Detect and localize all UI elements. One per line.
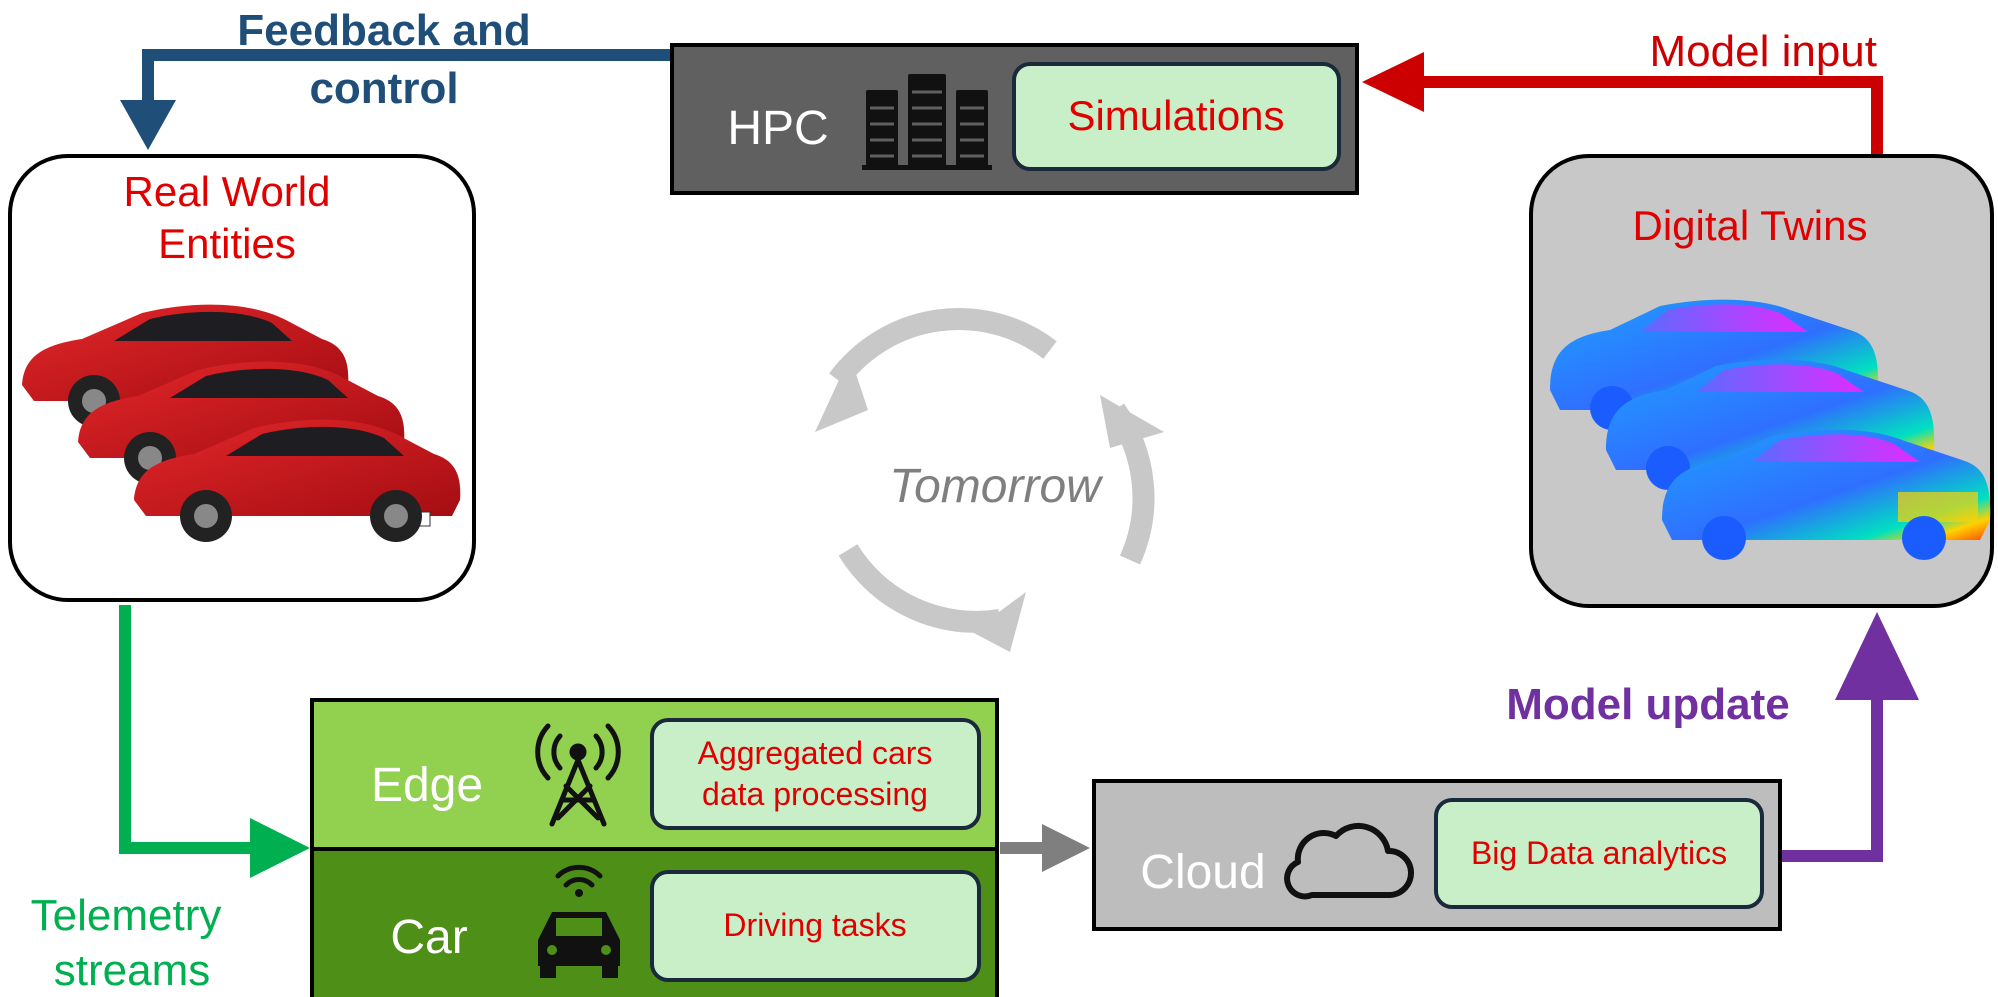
real-world-title-line1: Real World bbox=[124, 168, 331, 215]
edge-box: Edge Aggregated cars data processing bbox=[310, 698, 999, 851]
model-update-arrow bbox=[1780, 612, 1919, 862]
cycle-label: Tomorrow bbox=[889, 460, 1104, 513]
digital-twin-cars-image bbox=[1550, 299, 1991, 560]
cycle-icon bbox=[815, 308, 1164, 652]
car-box: Car Driving tasks bbox=[310, 847, 999, 997]
edge-task-line2: data processing bbox=[702, 776, 928, 812]
telemetry-arrow bbox=[119, 605, 310, 878]
car-task-label: Driving tasks bbox=[723, 907, 906, 943]
car-title: Car bbox=[390, 911, 467, 964]
red-cars-image bbox=[22, 304, 461, 542]
cloud-title: Cloud bbox=[1140, 846, 1265, 899]
feedback-label-line2: control bbox=[309, 64, 458, 113]
cloud-box: Cloud Big Data analytics bbox=[1092, 779, 1782, 931]
hpc-box: HPC Simulations bbox=[670, 43, 1359, 195]
edge-task-box bbox=[650, 718, 981, 830]
connected-car-icon bbox=[538, 864, 620, 978]
digital-twins-box: Digital Twins bbox=[1529, 154, 1994, 608]
model-update-label: Model update bbox=[1506, 680, 1790, 729]
edge-task-line1: Aggregated cars bbox=[698, 735, 933, 771]
edge-to-cloud-arrow bbox=[1000, 824, 1090, 872]
telemetry-label-line1: Telemetry bbox=[31, 891, 222, 940]
model-input-label: Model input bbox=[1650, 27, 1877, 76]
cloud-icon bbox=[1284, 822, 1414, 900]
antenna-tower-icon bbox=[535, 723, 621, 827]
real-world-entities-box: Real World Entities bbox=[8, 154, 476, 602]
hpc-title: HPC bbox=[727, 102, 828, 155]
simulations-task-box bbox=[1012, 62, 1341, 171]
cloud-task-label: Big Data analytics bbox=[1471, 835, 1727, 871]
telemetry-label-line2: streams bbox=[54, 946, 210, 995]
server-rack-icon bbox=[862, 74, 992, 170]
edge-title: Edge bbox=[371, 759, 483, 812]
model-input-arrow bbox=[1362, 52, 1883, 155]
car-task-box bbox=[650, 870, 981, 982]
cloud-task-box bbox=[1434, 798, 1764, 909]
feedback-label-line1: Feedback and bbox=[237, 6, 530, 55]
real-world-title-line2: Entities bbox=[158, 220, 296, 267]
digital-twins-title: Digital Twins bbox=[1633, 202, 1868, 249]
simulations-task-label: Simulations bbox=[1067, 92, 1284, 139]
feedback-arrow bbox=[120, 49, 672, 150]
